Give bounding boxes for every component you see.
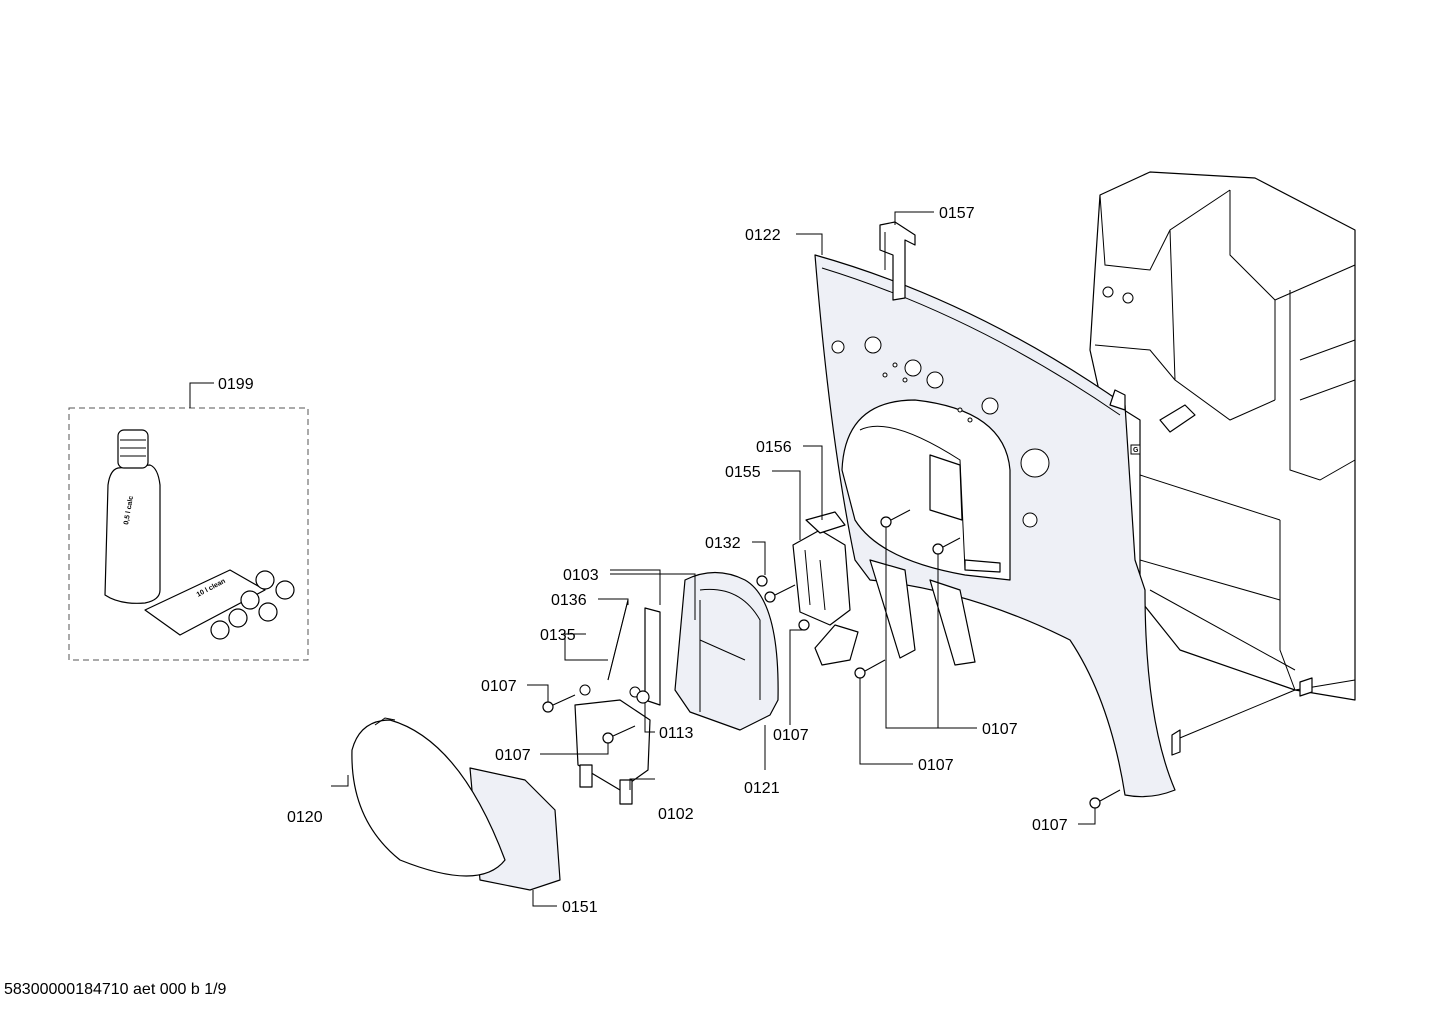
label-0135: 0135 [540, 627, 576, 644]
label-0199: 0199 [218, 376, 254, 393]
label-0107-a: 0107 [481, 678, 517, 695]
label-0155: 0155 [725, 464, 761, 481]
label-0107-f: 0107 [1032, 817, 1068, 834]
top-bracket [879, 221, 916, 301]
label-0157: 0157 [939, 205, 975, 222]
label-0103: 0103 [563, 567, 599, 584]
label-0122: 0122 [745, 227, 781, 244]
label-0132: 0132 [705, 535, 741, 552]
label-0120: 0120 [287, 809, 323, 826]
part-labels: 0157 0122 0199 0156 0155 0132 0103 0136 … [218, 205, 1068, 916]
label-0121: 0121 [744, 780, 780, 797]
accessory-kit: 0,5 l calc 10 l clean [68, 407, 309, 661]
bottle-label-text: 0,5 l calc [123, 495, 135, 525]
label-0107-c: 0107 [773, 727, 809, 744]
label-0107-b: 0107 [495, 747, 531, 764]
label-0151: 0151 [562, 899, 598, 916]
front-covers [351, 717, 561, 891]
label-0156: 0156 [756, 439, 792, 456]
heater-unit [574, 684, 651, 805]
label-0113: 0113 [659, 725, 694, 742]
front-panel [814, 254, 1176, 798]
corner-tag-text: G [1133, 447, 1139, 454]
housing-frame: G [1089, 171, 1356, 756]
label-0136: 0136 [551, 592, 587, 609]
hose [607, 599, 629, 681]
leader-lines [189, 211, 1096, 907]
screws [542, 509, 1121, 809]
rear-cover [644, 571, 779, 731]
document-code: 58300000184710 aet 000 b 1/9 [4, 981, 227, 998]
mount-bracket [792, 511, 859, 666]
label-0107-e: 0107 [918, 757, 954, 774]
label-0102: 0102 [658, 806, 694, 823]
label-0107-d: 0107 [982, 721, 1018, 738]
